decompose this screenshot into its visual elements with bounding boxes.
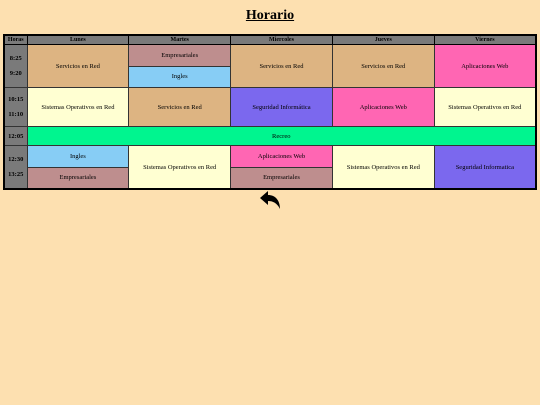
break-cell: Recreo: [26, 125, 537, 147]
class-cell: Sistemas Operativos en Red: [26, 87, 130, 127]
hour-end: 9:20: [9, 70, 22, 78]
class-cell: Servicios en Red: [230, 43, 333, 89]
hour-start: 10:15: [8, 96, 24, 103]
class-cell: Seguridad Informática: [230, 87, 333, 127]
table-row: 10:15 11:10 Sistemas Operativos en Red S…: [3, 87, 537, 127]
header-martes: Martes: [128, 34, 232, 45]
header-jueves: Jueves: [331, 34, 435, 45]
page-title: Horario: [245, 8, 295, 23]
table-row: 8:25 9:20 Servicios en Red Empresariales…: [3, 43, 537, 89]
table-row: Empresariales Empresariales: [4, 166, 536, 190]
class-cell: Ingles: [26, 145, 130, 168]
class-cell: Servicios en Red: [128, 87, 232, 127]
table-row: 12:30 13:25 Ingles Sistemas Operativos e…: [3, 145, 537, 190]
hour-cell: 8:25 9:20: [3, 43, 28, 89]
class-cell: Sistemas Operativos en Red: [433, 87, 537, 127]
header-miercoles: Miercoles: [230, 34, 333, 45]
hour-end: 13:25: [8, 171, 24, 179]
class-cell: Empresariales: [128, 44, 232, 67]
table-row: 12:05 Recreo: [3, 125, 537, 147]
class-cell: Sistemas Operativos en Red: [128, 145, 232, 190]
class-cell: Servicios en Red: [26, 43, 130, 89]
header-viernes: Viernes: [433, 34, 537, 45]
class-cell: Servicios en Red: [331, 43, 435, 89]
class-cell: Aplicaciones Web: [230, 145, 333, 168]
back-arrow-icon: [260, 191, 280, 209]
hour-cell: 12:30 13:25: [3, 145, 28, 190]
class-cell: Aplicaciones Web: [433, 43, 537, 89]
hour-cell: 12:05: [3, 125, 28, 147]
header-lunes: Lunes: [26, 34, 130, 45]
class-cell: Seguridad Informatica: [433, 145, 537, 190]
hour-start: 8:25: [9, 55, 22, 63]
class-cell: Aplicaciones Web: [331, 87, 435, 127]
header-row: Horas Lunes Martes Miercoles Jueves Vier…: [3, 34, 537, 45]
table-row: Ingles: [4, 65, 536, 89]
back-button[interactable]: [258, 190, 282, 210]
hour-end: 11:10: [8, 111, 24, 118]
class-cell: Empresariales: [230, 166, 333, 190]
schedule-table: Horas Lunes Martes Miercoles Jueves Vier…: [3, 34, 537, 190]
header-horas: Horas: [3, 34, 28, 45]
class-cell: Ingles: [128, 65, 232, 89]
class-cell: Empresariales: [26, 166, 130, 190]
hour-start: 12:30: [8, 156, 24, 164]
class-cell: Sistemas Operativos en Red: [331, 145, 435, 190]
hour-cell: 10:15 11:10: [3, 87, 28, 127]
